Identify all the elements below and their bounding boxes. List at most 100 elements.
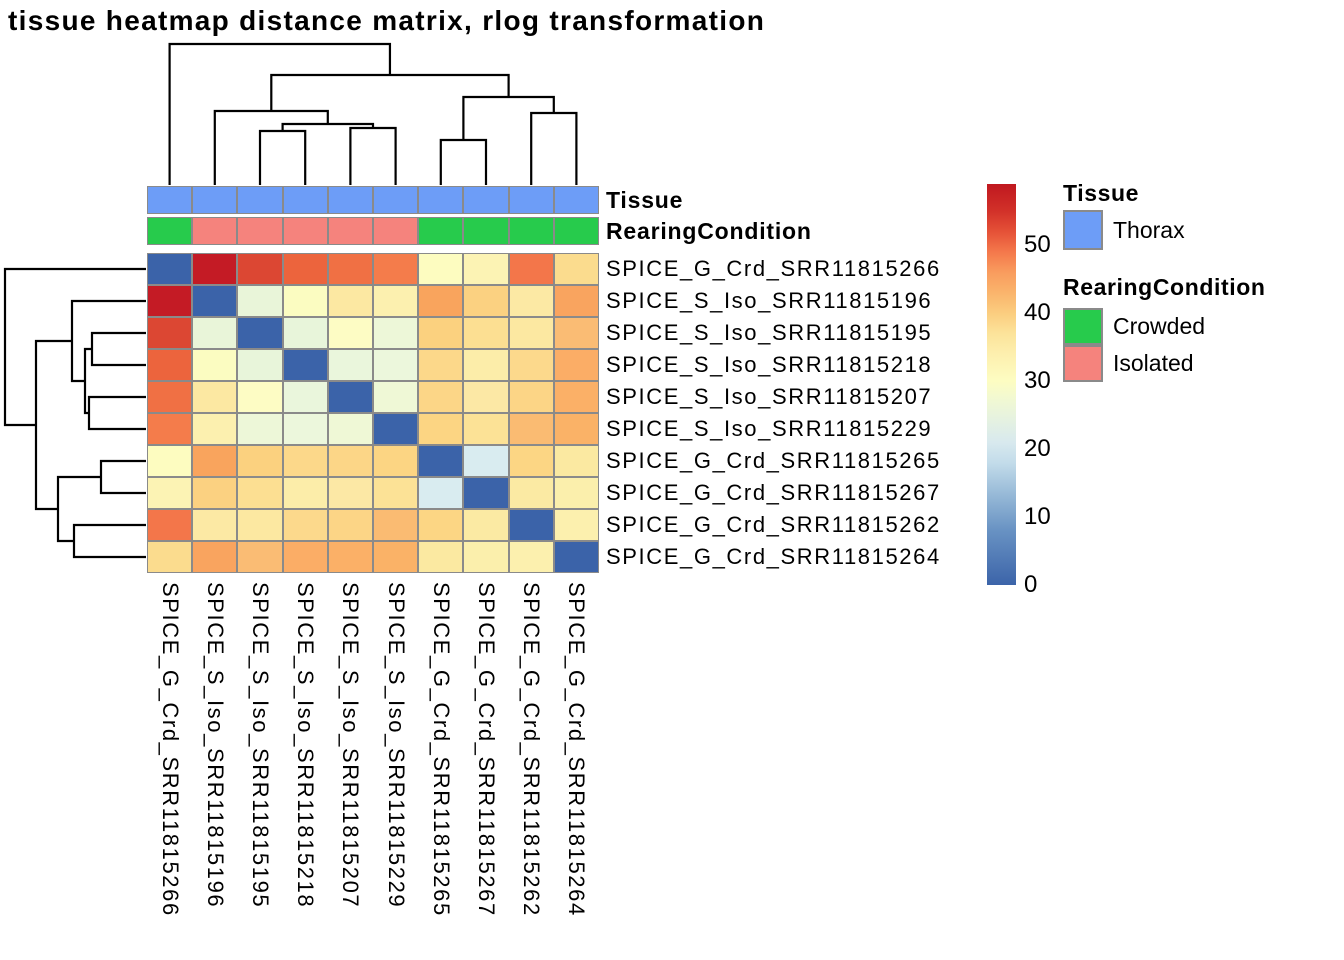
heatmap-cell	[508, 381, 554, 413]
heatmap-cell	[147, 285, 193, 317]
col-label: SPICE_G_Crd_SRR11815266	[157, 582, 183, 917]
heatmap-cell	[418, 413, 464, 445]
tissue-annotation-label: Tissue	[606, 187, 684, 213]
row-dendrogram-path	[3, 267, 146, 559]
colorbar	[987, 184, 1016, 585]
legend-item-crowded: Crowded	[1063, 308, 1205, 345]
heatmap-cell	[373, 445, 419, 477]
annotation-cell-thorax	[463, 186, 509, 214]
colorbar-tick-label: 40	[1024, 299, 1051, 327]
heatmap-cell	[192, 509, 238, 541]
annotation-cell-thorax	[553, 186, 599, 214]
heatmap-cell	[327, 317, 373, 349]
annotation-cell-crowded	[418, 217, 464, 245]
annotation-cell-thorax	[508, 186, 554, 214]
annotation-cell-crowded	[508, 217, 554, 245]
heatmap-cell	[282, 477, 328, 509]
heatmap-cell	[282, 445, 328, 477]
annotation-cell-crowded	[463, 217, 509, 245]
isolated-swatch	[1063, 345, 1103, 382]
heatmap-cell	[418, 509, 464, 541]
heatmap-cell	[192, 445, 238, 477]
heatmap-cell	[237, 541, 283, 573]
heatmap-cell	[237, 509, 283, 541]
heatmap-cell	[327, 445, 373, 477]
row-label: SPICE_G_Crd_SRR11815262	[606, 512, 941, 537]
heatmap-cell	[237, 413, 283, 445]
annotation-cell-thorax	[282, 186, 328, 214]
row-label: SPICE_S_Iso_SRR11815196	[606, 288, 933, 313]
heatmap-cell	[418, 253, 464, 285]
heatmap-cell	[553, 445, 599, 477]
heatmap-cell	[327, 349, 373, 381]
heatmap-cell	[192, 253, 238, 285]
heatmap-cell	[553, 413, 599, 445]
col-label: SPICE_S_Iso_SRR11815207	[338, 582, 364, 909]
row-label: SPICE_G_Crd_SRR11815265	[606, 448, 941, 473]
heatmap-cell	[327, 509, 373, 541]
heatmap-cell	[147, 509, 193, 541]
heatmap-cell	[463, 381, 509, 413]
heatmap-cell	[373, 541, 419, 573]
annotation-cell-isolated	[373, 217, 419, 245]
heatmap-cell	[237, 253, 283, 285]
annotation-cell-isolated	[282, 217, 328, 245]
annotation-cell-thorax	[147, 186, 193, 214]
annotation-cell-isolated	[327, 217, 373, 245]
heatmap-cell	[508, 349, 554, 381]
heatmap-cell	[282, 317, 328, 349]
heatmap-cell	[463, 413, 509, 445]
heatmap-cell	[463, 445, 509, 477]
annotation-cell-thorax	[192, 186, 238, 214]
heatmap-cell	[192, 285, 238, 317]
legend-tissue-title: Tissue	[1063, 180, 1140, 206]
annotation-cell-thorax	[237, 186, 283, 214]
heatmap-cell	[327, 381, 373, 413]
heatmap-cell	[418, 285, 464, 317]
heatmap-cell	[508, 253, 554, 285]
rearing-annotation-bar	[147, 217, 599, 245]
heatmap-cell	[553, 541, 599, 573]
colorbar-tick-label: 10	[1024, 503, 1051, 531]
heatmap-cell	[463, 317, 509, 349]
heatmap-cell	[237, 381, 283, 413]
annotation-cell-thorax	[327, 186, 373, 214]
heatmap-cell	[192, 541, 238, 573]
heatmap-cell	[553, 253, 599, 285]
annotation-cell-crowded	[553, 217, 599, 245]
heatmap-cell	[373, 413, 419, 445]
colorbar-tick-label: 50	[1024, 231, 1051, 259]
heatmap-cell	[508, 445, 554, 477]
heatmap-cell	[418, 381, 464, 413]
heatmap-cell	[373, 285, 419, 317]
heatmap-cell	[282, 285, 328, 317]
row-label: SPICE_S_Iso_SRR11815218	[606, 352, 933, 377]
legend-item-thorax: Thorax	[1063, 210, 1185, 250]
heatmap-cell	[282, 413, 328, 445]
heatmap-cell	[147, 541, 193, 573]
legend-item-isolated: Isolated	[1063, 345, 1194, 382]
heatmap-cell	[553, 285, 599, 317]
heatmap-cell	[508, 285, 554, 317]
heatmap-cell	[327, 541, 373, 573]
heatmap-cell	[237, 317, 283, 349]
heatmap-cell	[373, 509, 419, 541]
colorbar-tick-label: 0	[1024, 571, 1038, 598]
heatmap-cell	[327, 413, 373, 445]
heatmap-cell	[147, 477, 193, 509]
annotation-cell-thorax	[418, 186, 464, 214]
heatmap-cell	[418, 317, 464, 349]
col-label: SPICE_S_Iso_SRR11815196	[202, 582, 228, 909]
legend-thorax-label: Thorax	[1113, 216, 1185, 243]
heatmap-cell	[508, 541, 554, 573]
heatmap-cell	[508, 509, 554, 541]
heatmap-cell	[463, 253, 509, 285]
col-label: SPICE_G_Crd_SRR11815267	[474, 582, 499, 917]
heatmap-cell	[463, 541, 509, 573]
colorbar-tick-label: 20	[1024, 435, 1051, 463]
heatmap-cell	[192, 477, 238, 509]
heatmap-cell	[418, 349, 464, 381]
thorax-swatch	[1063, 210, 1103, 250]
col-label: SPICE_S_Iso_SRR11815229	[383, 582, 409, 909]
